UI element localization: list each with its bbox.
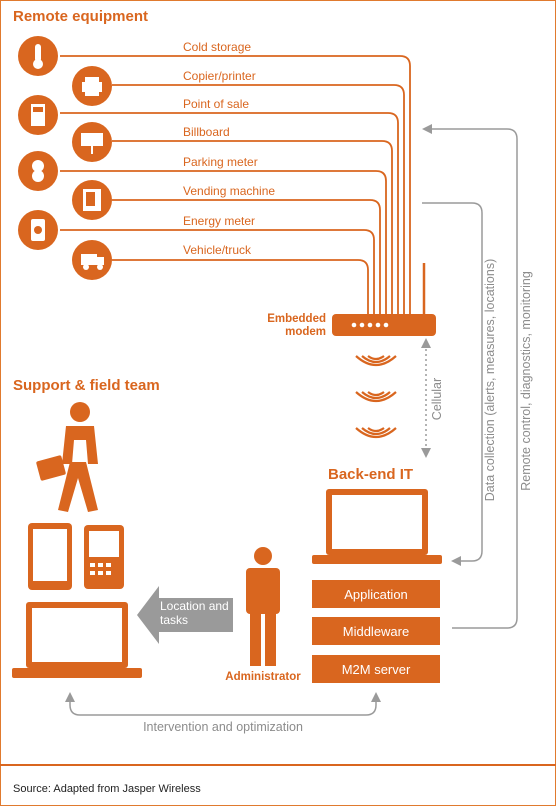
billboard-icon (72, 122, 112, 162)
footer-divider (0, 764, 556, 766)
modem-icon (332, 314, 436, 336)
tablet-phone-icon (28, 523, 124, 590)
field-worker-icon (36, 402, 98, 512)
equipment-label: Copier/printer (183, 69, 256, 83)
m2m-server-layer: M2M server (312, 655, 440, 683)
application-layer: Application (312, 580, 440, 608)
energy-meter-icon (18, 210, 58, 250)
equipment-label: Parking meter (183, 155, 258, 169)
cellular-label: Cellular (430, 377, 444, 421)
location-tasks-label: Location and tasks (160, 599, 229, 627)
vending-machine-icon (72, 180, 112, 220)
intervention-label: Intervention and optimization (143, 720, 303, 734)
remote-equipment-title: Remote equipment (13, 8, 149, 25)
data-collection-label: Data collection (alerts, measures, locat… (483, 258, 497, 502)
printer-icon (72, 66, 112, 106)
equipment-label: Point of sale (183, 97, 250, 111)
equipment-label: Billboard (183, 125, 230, 139)
support-team-title: Support & field team (13, 377, 160, 394)
modem-label: Embedded modem (267, 313, 326, 338)
equipment-label: Vending machine (183, 184, 276, 198)
field-laptop-icon (12, 602, 142, 678)
thermometer-icon (18, 36, 58, 76)
truck-icon (72, 240, 112, 280)
remote-control-label: Remote control, diagnostics, monitoring (519, 271, 533, 491)
administrator-icon (246, 547, 280, 666)
equipment-label: Vehicle/truck (183, 243, 252, 257)
location-tasks-arrow (137, 586, 233, 644)
equipment-label: Cold storage (183, 40, 252, 54)
pos-terminal-icon (18, 95, 58, 135)
backend-title: Back-end IT (328, 466, 414, 483)
middleware-layer: Middleware (312, 617, 440, 645)
parking-meter-icon (18, 151, 58, 191)
source-note: Source: Adapted from Jasper Wireless (13, 783, 201, 795)
administrator-label: Administrator (225, 671, 301, 683)
equipment-label: Energy meter (183, 214, 256, 228)
backend-laptop-icon (312, 489, 442, 564)
